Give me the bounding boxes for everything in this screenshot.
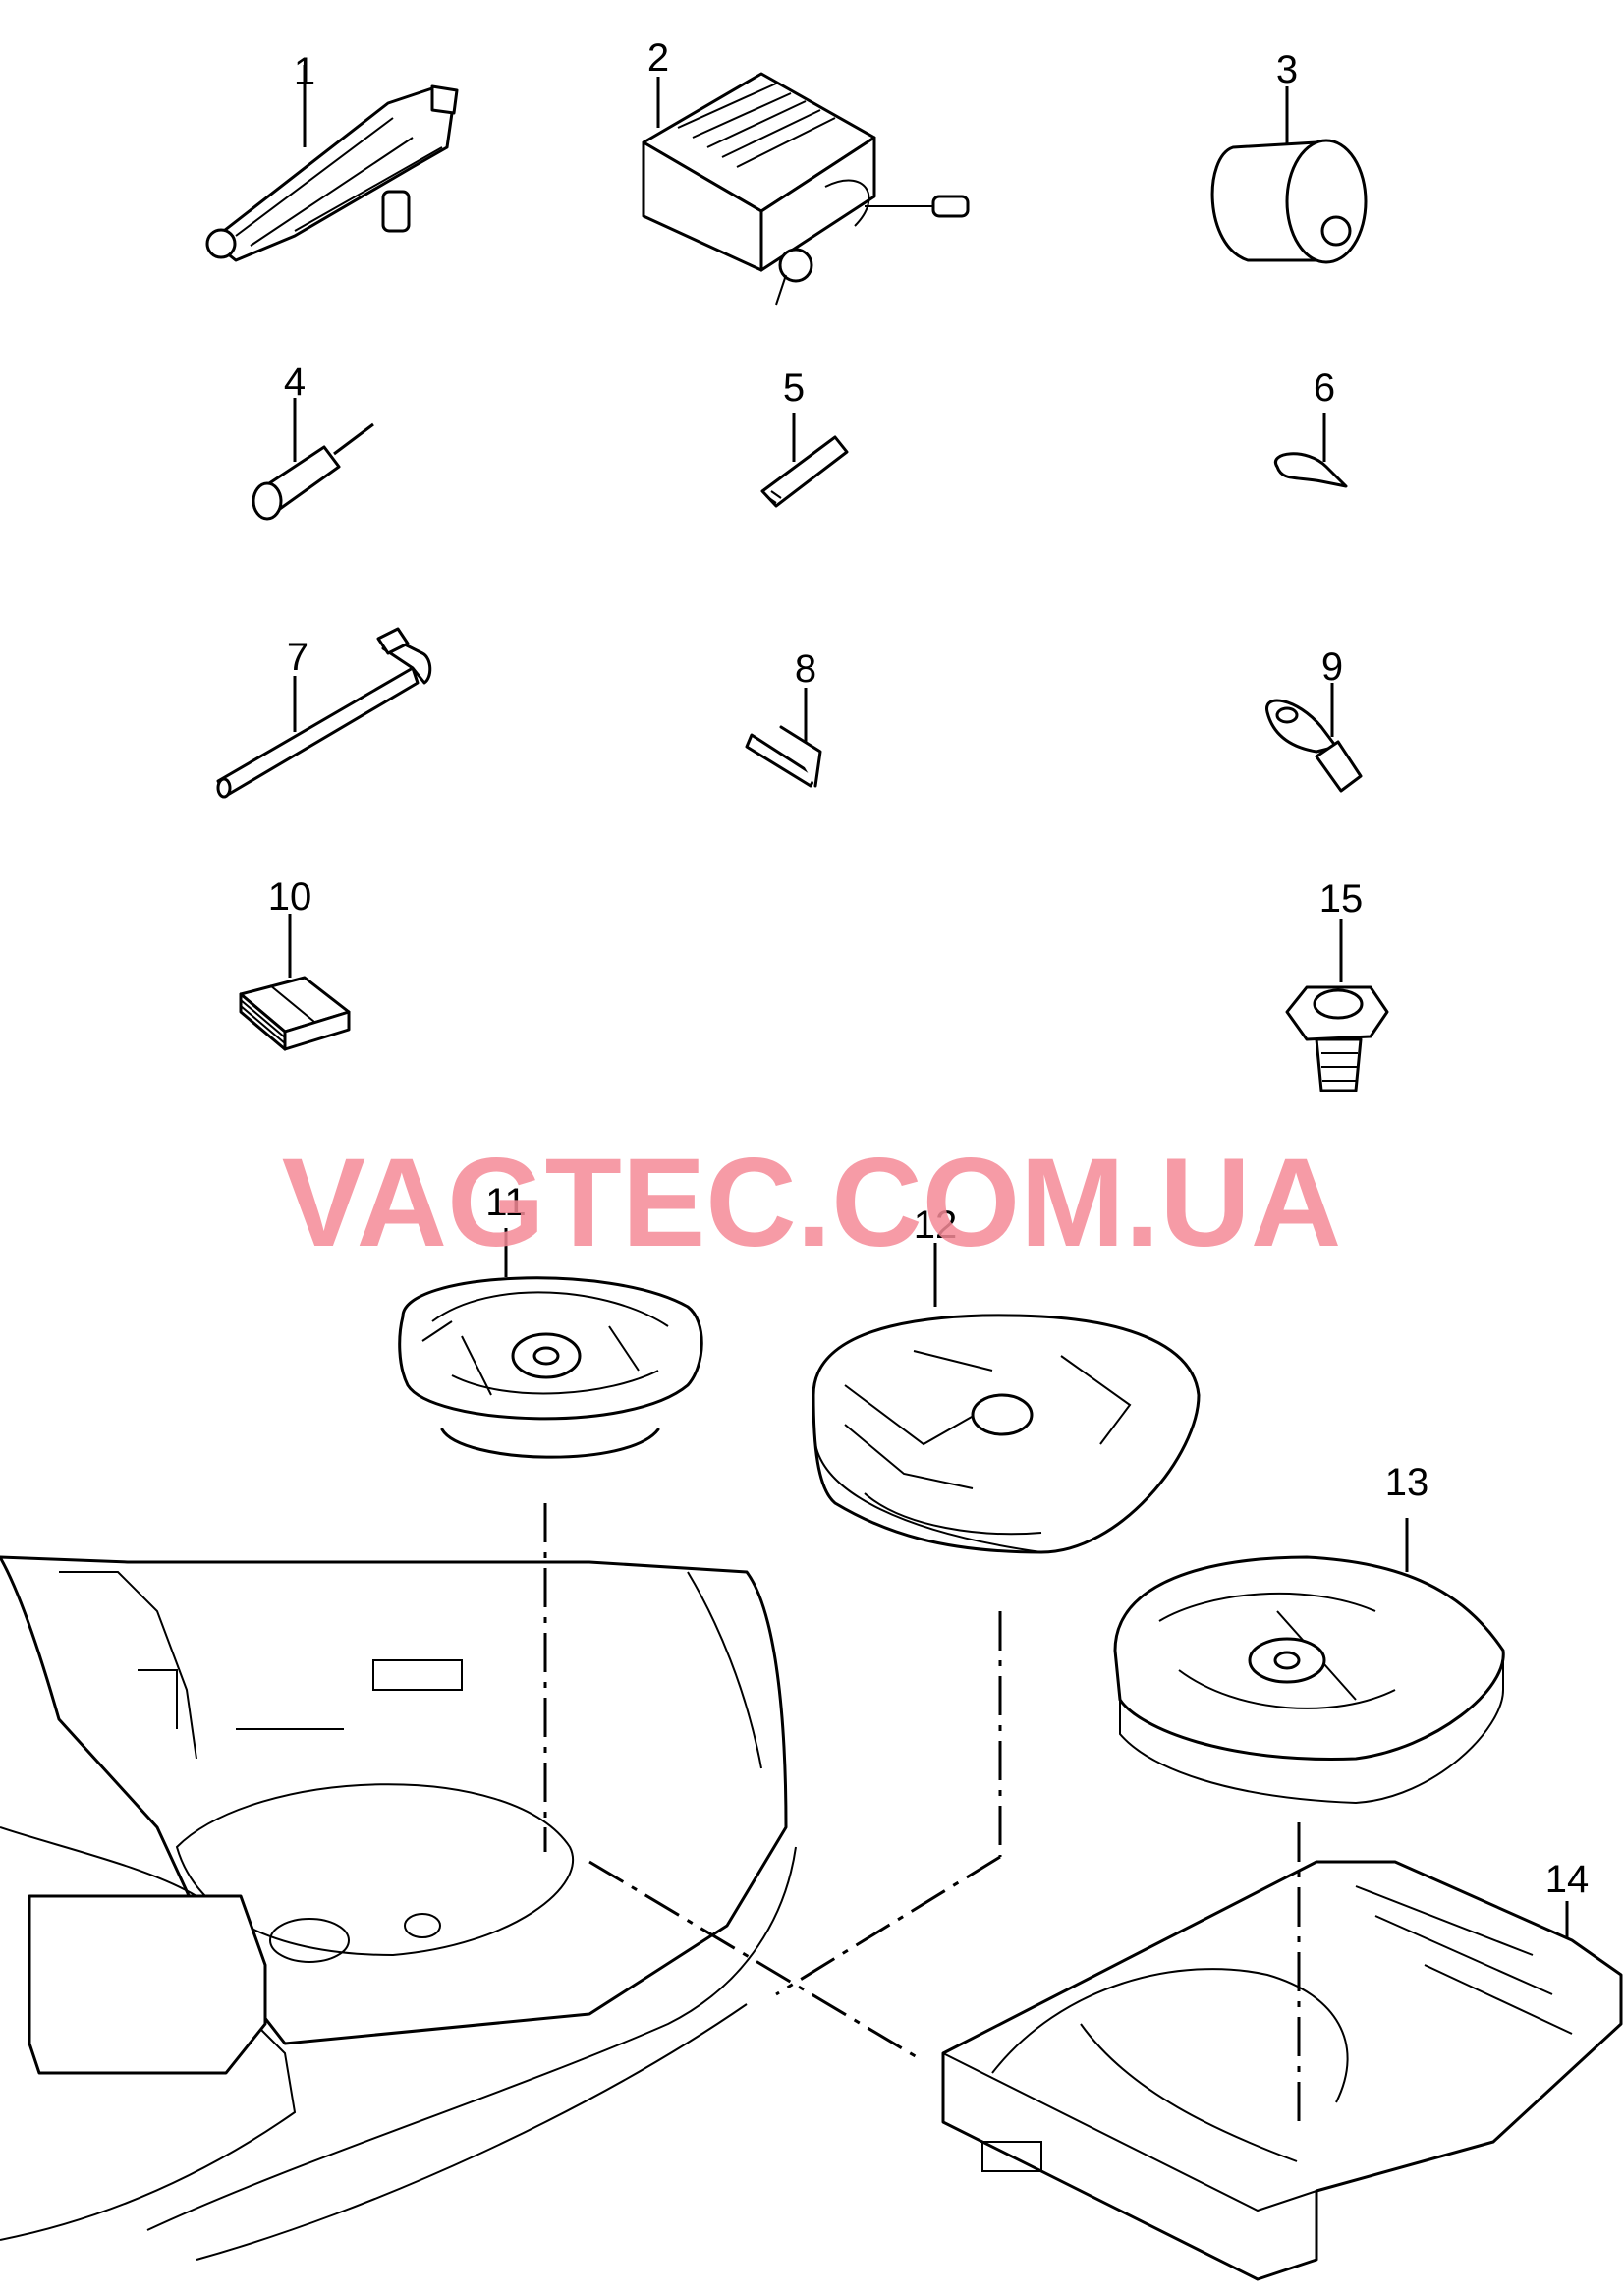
part-number-12: 12 [914,1204,958,1247]
watermark: VAGTEC.COM.UA [282,1133,1342,1273]
small-tool-tray-icon [398,1228,703,1459]
guide-pin-icon [760,413,849,508]
sealant-bottle-icon [1210,86,1368,264]
towing-eye-icon [1265,683,1363,793]
car-jack-icon [205,65,459,262]
part-number-9: 9 [1321,645,1343,689]
part-number-10: 10 [268,875,312,919]
foam-insert-icon [1113,1518,1505,1805]
storage-tray-icon [941,1860,1623,2281]
air-compressor-icon [642,72,970,306]
part-number-4: 4 [284,361,306,404]
wheel-wrench-icon [216,627,432,799]
part-number-2: 2 [647,36,669,80]
screwdriver-icon [252,398,374,521]
part-number-8: 8 [795,647,816,691]
luggage-compartment-icon [0,1555,797,2261]
part-number-13: 13 [1385,1461,1429,1504]
tool-tray-icon [812,1243,1201,1554]
part-number-1: 1 [294,50,315,93]
part-number-6: 6 [1314,366,1335,410]
assembly-lines [543,1503,1301,2122]
part-number-15: 15 [1319,877,1364,921]
part-number-11: 11 [485,1181,527,1224]
part-number-7: 7 [287,636,308,679]
part-number-5: 5 [783,366,805,410]
wing-nut-icon [1285,919,1389,1092]
part-number-14: 14 [1545,1858,1590,1901]
wire-clip-icon [1273,413,1348,488]
part-number-3: 3 [1276,48,1298,91]
hook-tool-icon [745,688,822,788]
sticker-pack-icon [239,914,351,1051]
